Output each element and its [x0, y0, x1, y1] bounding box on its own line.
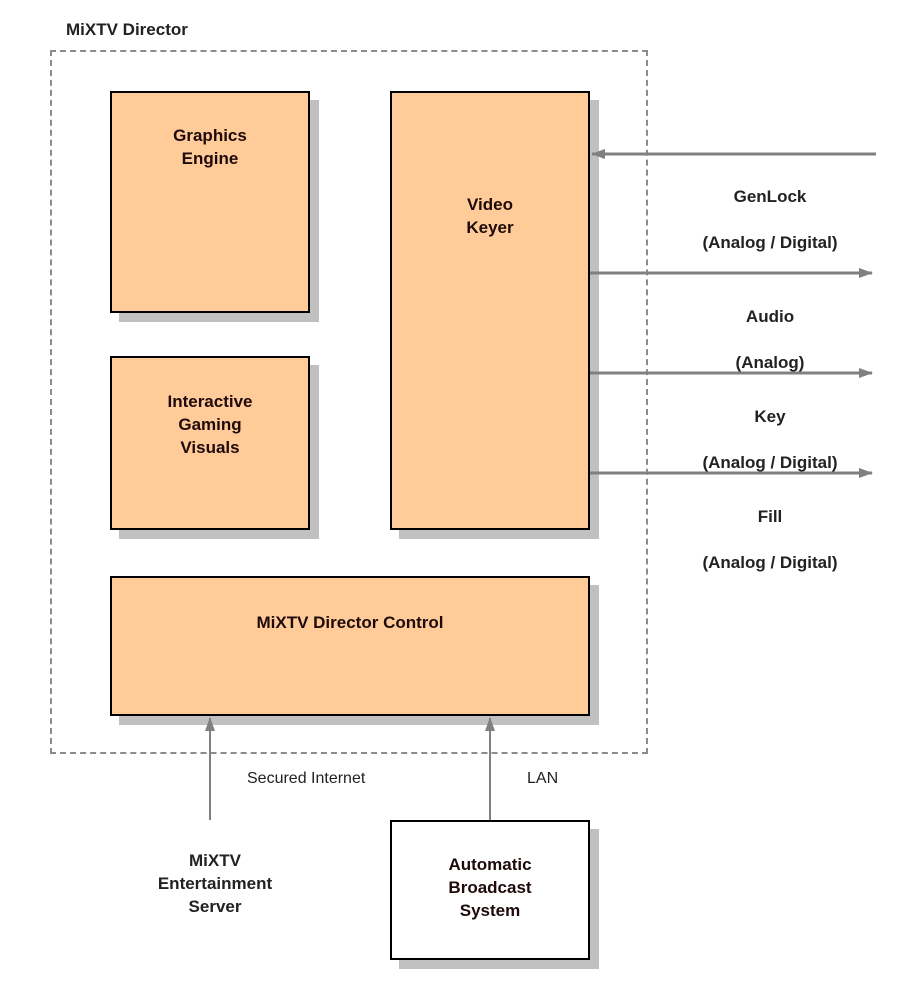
director-control-box: MiXTV Director Control: [110, 576, 590, 716]
audio-type: (Analog): [735, 353, 805, 372]
video-keyer-box: Video Keyer: [390, 91, 590, 530]
graphics-engine-label: Graphics Engine: [173, 126, 247, 168]
fill-type: (Analog / Digital): [702, 553, 838, 572]
audio-label: Audio (Analog): [680, 282, 860, 374]
key-type: (Analog / Digital): [702, 453, 838, 472]
interactive-gaming-box: Interactive Gaming Visuals: [110, 356, 310, 530]
genlock-label: GenLock (Analog / Digital): [680, 162, 860, 254]
director-control-label: MiXTV Director Control: [256, 613, 444, 632]
genlock-name: GenLock: [733, 187, 807, 206]
secured-internet-label: Secured Internet: [247, 770, 366, 787]
automatic-broadcast-label: Automatic Broadcast System: [448, 855, 532, 920]
fill-label: Fill (Analog / Digital): [680, 482, 860, 574]
automatic-broadcast-box: Automatic Broadcast System: [390, 820, 590, 960]
fill-name: Fill: [757, 507, 783, 526]
key-name: Key: [754, 407, 786, 426]
genlock-type: (Analog / Digital): [702, 233, 838, 252]
mixtv-director-boundary: [50, 50, 648, 754]
key-label: Key (Analog / Digital): [680, 382, 860, 474]
audio-name: Audio: [745, 307, 795, 326]
diagram-title: MiXTV Director: [66, 20, 188, 39]
graphics-engine-box: Graphics Engine: [110, 91, 310, 313]
entertainment-server-label: MiXTV Entertainment Server: [157, 851, 273, 916]
lan-label: LAN: [527, 770, 559, 787]
interactive-gaming-label: Interactive Gaming Visuals: [167, 392, 253, 457]
video-keyer-label: Video Keyer: [466, 195, 514, 237]
